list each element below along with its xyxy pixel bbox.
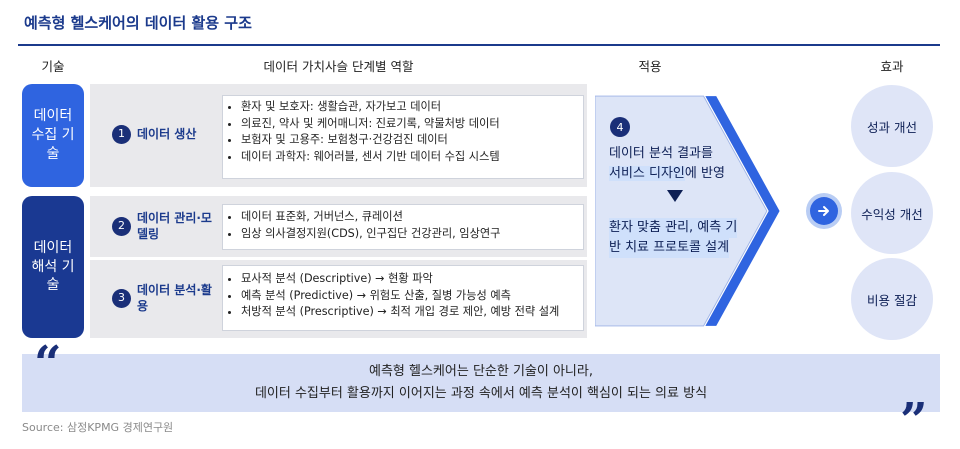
stage-2-number: 2 bbox=[112, 216, 131, 236]
stage-3-details: 묘사적 분석 (Descriptive) → 현황 파악 예측 분석 (Pred… bbox=[222, 265, 584, 331]
header-apply: 적용 bbox=[638, 59, 662, 74]
apply-line-1: 데이터 분석 결과를 bbox=[609, 146, 713, 161]
stage-divider bbox=[90, 257, 587, 260]
stage-1-bullet: 의료진, 약사 및 케어매니저: 진료기록, 약물처방 데이터 bbox=[241, 116, 575, 133]
apply-line-3: 환자 맞춤 관리, 예측 기 bbox=[609, 218, 738, 238]
stage-2-details: 데이터 표준화, 거버넌스, 큐레이션 임상 의사결정지원(CDS), 인구집단… bbox=[222, 204, 584, 250]
header-stages: 데이터 가치사슬 단계별 역할 bbox=[263, 59, 414, 74]
header-effect: 효과 bbox=[880, 59, 904, 74]
quote-line-2: 데이터 수집부터 활용까지 이어지는 과정 속에서 예측 분석이 핵심이 되는 … bbox=[254, 386, 708, 401]
tech-analysis-label: 데이터 해석 기술 bbox=[31, 239, 75, 294]
stage-1-title: 1 데이터 생산 bbox=[112, 125, 217, 144]
stage-3-bullet: 묘사적 분석 (Descriptive) → 현황 파악 bbox=[241, 271, 575, 288]
stage-2-title: 2 데이터 관리·모델링 bbox=[112, 210, 217, 242]
apply-line-4: 반 치료 프로토콜 설계 bbox=[609, 238, 730, 258]
open-quote-icon: “ bbox=[34, 336, 62, 392]
effect-performance: 성과 개선 bbox=[851, 85, 933, 167]
header-tech: 기술 bbox=[41, 59, 65, 74]
apply-text-top: 데이터 분석 결과를 서비스 디자인에 반영 bbox=[609, 144, 725, 184]
tech-collect-box: 데이터 수집 기술 bbox=[22, 84, 84, 187]
apply-highlight: 서비스 디자인 bbox=[609, 166, 685, 181]
apply-text-bottom: 환자 맞춤 관리, 예측 기 반 치료 프로토콜 설계 bbox=[609, 218, 738, 258]
quote-line-1: 예측형 헬스케어는 단순한 기술이 아니라, bbox=[369, 364, 593, 379]
arrow-right-icon bbox=[810, 197, 838, 225]
tech-analysis-box: 데이터 해석 기술 bbox=[22, 196, 84, 338]
stage-1-bullet: 데이터 과학자: 웨어러블, 센서 기반 데이터 수집 시스템 bbox=[241, 149, 575, 166]
effect-cost: 비용 절감 bbox=[851, 258, 933, 340]
close-quote-icon: ” bbox=[900, 393, 928, 449]
apply-line-2: 서비스 디자인에 반영 bbox=[609, 164, 725, 184]
stage-2-label: 데이터 관리·모델링 bbox=[137, 211, 212, 242]
quote-band bbox=[22, 354, 940, 412]
stage-3-label: 데이터 분석·활용 bbox=[137, 283, 212, 314]
stage-3-number: 3 bbox=[112, 288, 131, 308]
stage-1-label: 데이터 생산 bbox=[137, 127, 197, 142]
apply-line-2-rest: 에 반영 bbox=[684, 166, 725, 181]
stage-1-bullet: 보험자 및 고용주: 보험청구·건강검진 데이터 bbox=[241, 132, 575, 149]
apply-chevron bbox=[595, 95, 780, 327]
page-title: 예측형 헬스케어의 데이터 활용 구조 bbox=[24, 14, 252, 32]
apply-number: 4 bbox=[610, 117, 630, 137]
stage-1-number: 1 bbox=[112, 125, 131, 144]
stage-3-title: 3 데이터 분석·활용 bbox=[112, 282, 217, 314]
stage-2-bullet: 임상 의사결정지원(CDS), 인구집단 건강관리, 임상연구 bbox=[241, 226, 575, 243]
stage-3-bullet: 예측 분석 (Predictive) → 위험도 산출, 질병 가능성 예측 bbox=[241, 288, 575, 305]
title-divider bbox=[18, 44, 940, 46]
stage-2-bullet: 데이터 표준화, 거버넌스, 큐레이션 bbox=[241, 209, 575, 226]
stage-1-bullet: 환자 및 보호자: 생활습관, 자가보고 데이터 bbox=[241, 99, 575, 116]
quote-text: 예측형 헬스케어는 단순한 기술이 아니라, 데이터 수집부터 활용까지 이어지… bbox=[22, 361, 940, 405]
stage-1-details: 환자 및 보호자: 생활습관, 자가보고 데이터 의료진, 약사 및 케어매니저… bbox=[222, 95, 584, 179]
tech-collect-label: 데이터 수집 기술 bbox=[31, 108, 75, 162]
effect-profitability: 수익성 개선 bbox=[851, 172, 933, 254]
stage-3-bullet: 처방적 분석 (Prescriptive) → 최적 개입 경로 제안, 예방 … bbox=[241, 304, 575, 321]
down-arrow-icon bbox=[667, 190, 683, 202]
source-note: Source: 삼정KPMG 경제연구원 bbox=[22, 421, 174, 434]
